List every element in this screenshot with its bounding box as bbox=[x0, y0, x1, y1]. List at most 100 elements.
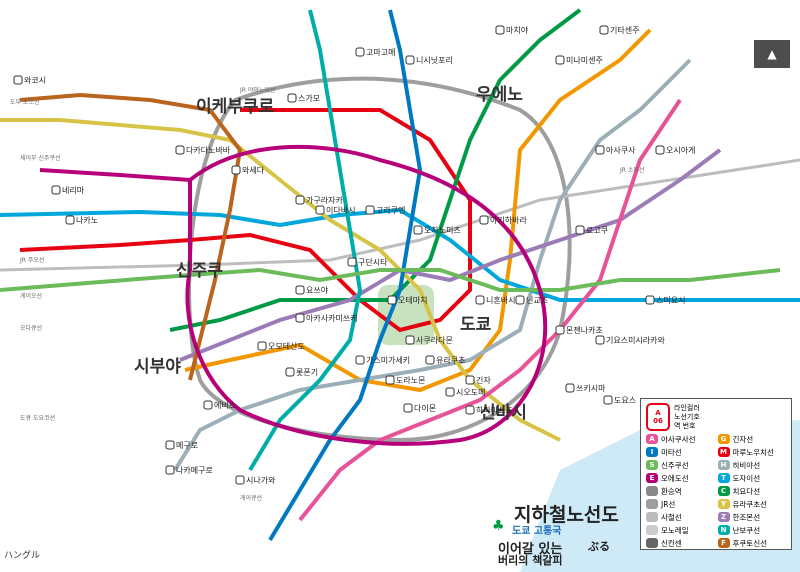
railway-line-label: 도부 도조선 bbox=[10, 98, 40, 106]
station-name: 닌교초 bbox=[526, 296, 548, 305]
station-11: 이다바시 bbox=[315, 205, 355, 215]
station-8: 메구로 bbox=[165, 440, 198, 450]
station-36: 기요스미시라카와 bbox=[595, 335, 666, 345]
station-marker-icon bbox=[555, 325, 565, 335]
legend-item: 모노레일 bbox=[646, 524, 715, 536]
station-label-shinjuku: 신주쿠 bbox=[176, 261, 223, 281]
station-40: 와세다 bbox=[231, 165, 265, 175]
line-color-swatch-icon: N bbox=[717, 525, 730, 535]
station-1: 가스미가세키 bbox=[355, 355, 410, 365]
station-name: 요쓰야 bbox=[306, 285, 329, 295]
legend-line-name: 긴자선 bbox=[732, 434, 754, 444]
station-name: 나카메구로 bbox=[176, 466, 213, 475]
station-name: 시오도메 bbox=[456, 388, 485, 397]
station-marker-icon bbox=[231, 165, 241, 175]
legend-line-name: 도자이선 bbox=[732, 473, 761, 483]
station-marker-icon bbox=[355, 47, 365, 57]
railway-line-label: 도큐 도요코선 bbox=[20, 414, 55, 422]
station-39: 다카다노바바 bbox=[175, 145, 231, 155]
title-line-4: ぶる bbox=[588, 540, 610, 553]
station-19: 기타센주 bbox=[599, 25, 639, 35]
station-44: 사쿠라다몬 bbox=[405, 335, 453, 345]
legend-item: 신칸센 bbox=[646, 537, 715, 549]
station-14: 료고쿠 bbox=[575, 225, 608, 235]
legend-line-name: 아사쿠사선 bbox=[661, 434, 696, 444]
station-marker-icon bbox=[285, 367, 295, 377]
jr-chuo-line bbox=[0, 158, 800, 272]
hanzomon-line bbox=[179, 148, 722, 362]
legend-line-name: 신칸센 bbox=[661, 538, 682, 548]
line-color-swatch-icon: S bbox=[646, 460, 658, 470]
station-28: 유라쿠초 bbox=[425, 355, 465, 365]
station-name: 사쿠라다몬 bbox=[416, 336, 453, 345]
station-marker-icon bbox=[515, 295, 525, 305]
station-42: 네리마 bbox=[51, 185, 85, 195]
station-label-shinbashi: 신바시 bbox=[480, 403, 527, 423]
station-marker-icon bbox=[315, 205, 325, 215]
station-name: 메구로 bbox=[176, 441, 198, 450]
station-2: 아카사카미쓰케 bbox=[295, 313, 358, 323]
legend-line-name: 치요다선 bbox=[732, 486, 761, 496]
station-name: 와세다 bbox=[242, 165, 265, 175]
station-marker-icon bbox=[565, 383, 575, 393]
fukutoshin-line bbox=[19, 92, 243, 381]
railway-line-label: 게이오선 bbox=[20, 292, 42, 300]
station-number-badge-icon: A 06 bbox=[646, 403, 670, 431]
station-marker-icon bbox=[479, 215, 489, 225]
station-marker-icon bbox=[405, 55, 415, 65]
station-marker-icon bbox=[355, 355, 365, 365]
station-marker-icon bbox=[405, 335, 415, 345]
station-marker-icon bbox=[295, 195, 305, 205]
title-line-3: 이어갈 있는 bbox=[498, 542, 563, 557]
station-label-ueno: 우에노 bbox=[476, 85, 523, 105]
station-4: 니혼바시 bbox=[475, 295, 515, 305]
station-23: 쓰키시마 bbox=[565, 383, 606, 393]
title-line-2: 도쿄 고통국 bbox=[512, 526, 562, 537]
line-color-swatch-icon: Z bbox=[717, 512, 730, 522]
station-name: 니혼바시 bbox=[486, 295, 515, 305]
station-label-ikebukuro: 이케부쿠로 bbox=[196, 97, 275, 117]
station-name: 오모테산도 bbox=[268, 341, 305, 351]
station-name: 와코시 bbox=[24, 75, 46, 85]
legend-line-name: 한조몬선 bbox=[732, 512, 761, 522]
line-color-swatch-icon bbox=[646, 525, 658, 535]
station-name: 유라쿠초 bbox=[436, 356, 465, 365]
station-21: 시오도메 bbox=[445, 387, 485, 397]
legend-line-name: 미타선 bbox=[661, 447, 682, 457]
station-name: 시나가와 bbox=[246, 475, 276, 485]
station-name: 고마고메 bbox=[366, 48, 395, 57]
station-marker-icon bbox=[257, 341, 267, 351]
map-title: ♣ 지하철노선도 도쿄 고통국 이어갈 있는 ぶる 버리의 책갈피 bbox=[492, 500, 632, 567]
line-color-swatch-icon: G bbox=[717, 434, 730, 444]
station-32: 니시닛포리 bbox=[405, 55, 453, 65]
station-marker-icon bbox=[595, 335, 605, 345]
station-5: 긴자 bbox=[465, 375, 491, 385]
station-15: 몬젠나카초 bbox=[555, 325, 603, 335]
station-marker-icon bbox=[655, 145, 665, 155]
station-marker-icon bbox=[475, 295, 485, 305]
station-41: 와코시 bbox=[13, 75, 46, 85]
station-name: 아키하바라 bbox=[490, 215, 527, 225]
oedo-line bbox=[39, 144, 548, 446]
station-marker-icon bbox=[575, 225, 585, 235]
station-3: 오모테산도 bbox=[257, 341, 305, 351]
station-name: 료고쿠 bbox=[586, 226, 608, 235]
legend-item: JR선 bbox=[646, 498, 715, 510]
station-marker-icon bbox=[287, 93, 297, 103]
station-16: 도요스 bbox=[603, 395, 636, 405]
station-25: 고라쿠엔 bbox=[365, 205, 405, 215]
station-name: 아카사카미쓰케 bbox=[306, 313, 358, 323]
station-38: 하마마쓰초 bbox=[465, 405, 513, 415]
corner-language-label: ハングル bbox=[4, 551, 41, 561]
north-compass-icon: ▲ bbox=[754, 40, 790, 68]
station-34: 미나미센주 bbox=[555, 55, 603, 65]
station-marker-icon bbox=[65, 215, 75, 225]
